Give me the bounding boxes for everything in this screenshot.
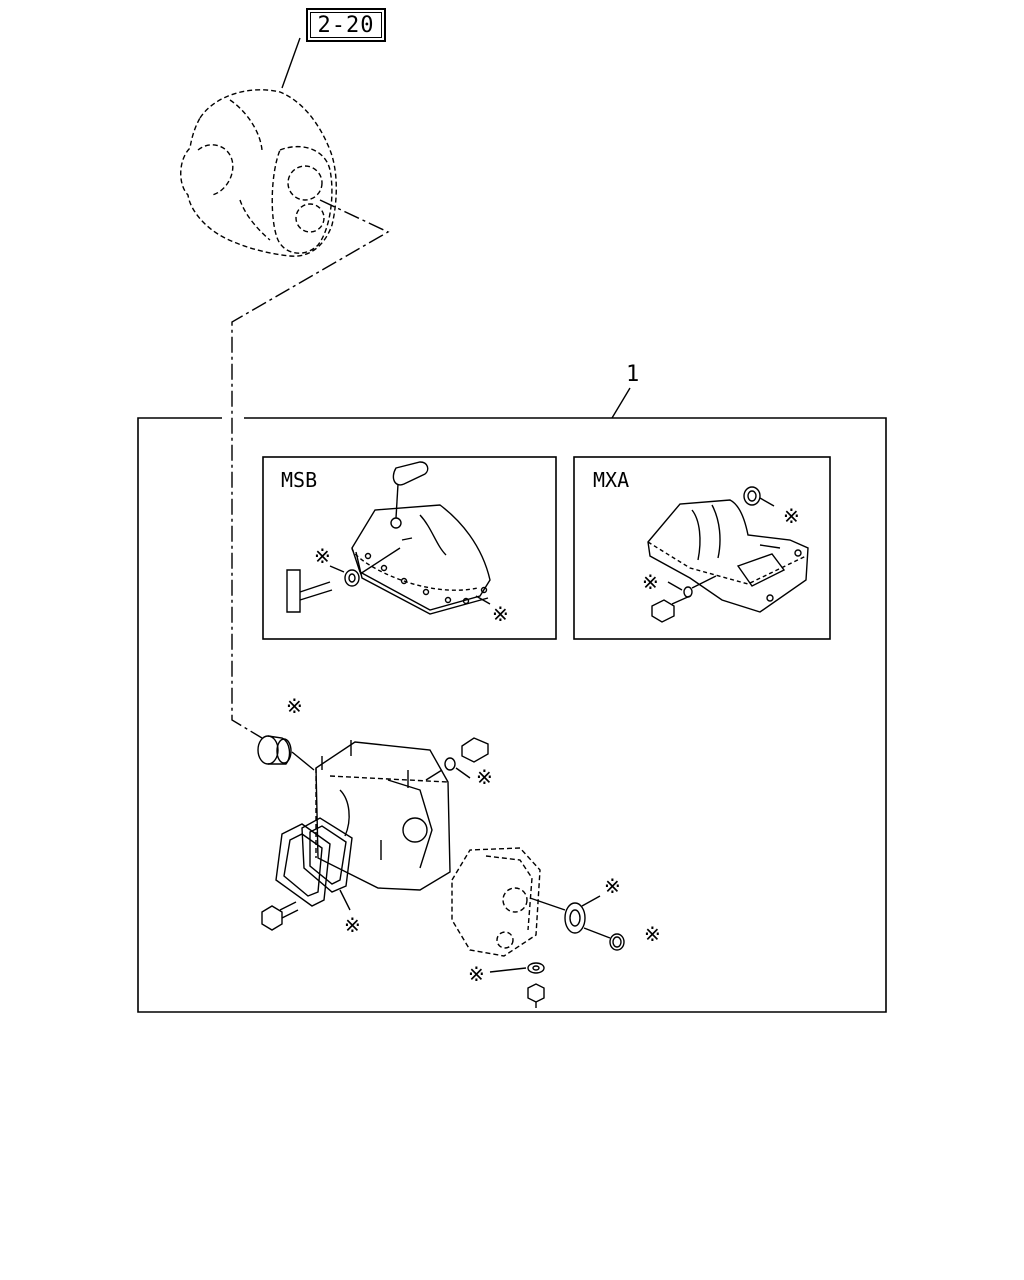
asterisk-mark: ※ [476,765,493,789]
asterisk-mark: ※ [314,544,331,568]
oil-seal [529,895,601,934]
asterisk-mark: ※ [344,913,361,937]
msb-drawing [286,461,491,615]
item-number: 1 [626,362,640,387]
asterisk-mark: ※ [783,504,800,528]
bottom-bolt [489,962,545,1008]
extension-housing [451,847,541,957]
inset-mxa-frame [573,456,831,640]
assembly-frame [137,417,887,1013]
asterisk-mark: ※ [286,694,303,718]
reference-leader [281,37,301,89]
inset-msb-frame [262,456,557,640]
item-leader [611,387,631,419]
asterisk-mark: ※ [492,602,509,626]
inset-label-mxa: MXA [593,468,630,492]
snap-ring [583,927,625,951]
asterisk-mark: ※ [642,570,659,594]
connection-line [231,199,390,739]
top-bolt [425,737,489,781]
side-cover-plate [275,817,353,911]
asterisk-mark: ※ [468,962,485,986]
mxa-drawing [647,486,809,623]
asterisk-mark: ※ [604,874,621,898]
transmission-body [315,740,451,891]
bell-housing [180,89,337,257]
asterisk-mark: ※ [644,922,661,946]
mount-bushing [257,735,315,771]
reference-label: 2-20 [306,8,386,42]
flange-bolt [261,901,299,931]
inset-label-msb: MSB [281,468,318,492]
